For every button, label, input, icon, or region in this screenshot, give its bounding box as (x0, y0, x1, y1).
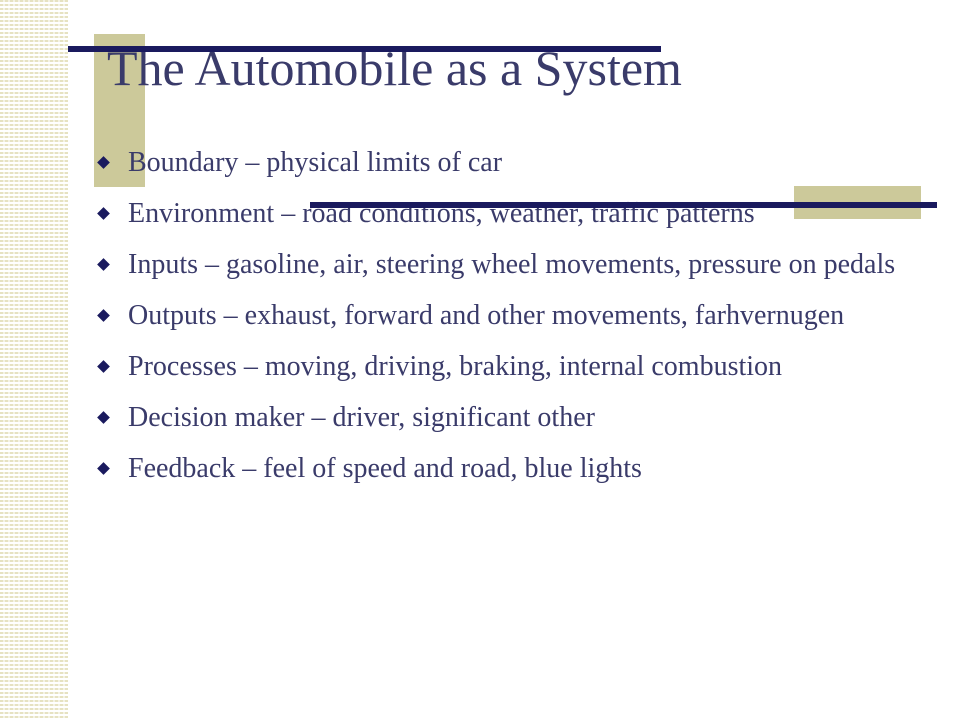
bullet-text: Feedback – feel of speed and road, blue … (128, 453, 642, 484)
bullet-text: Decision maker – driver, significant oth… (128, 402, 595, 433)
bullet-item-outputs: Outputs – exhaust, forward and other mov… (97, 299, 898, 333)
bullet-text: Processes – moving, driving, braking, in… (128, 351, 783, 382)
bullet-text: Inputs – gasoline, air, steering wheel m… (128, 249, 896, 280)
bullet-item-processes: Processes – moving, driving, braking, in… (97, 350, 898, 384)
bullet-item-decision-maker: Decision maker – driver, significant oth… (97, 401, 898, 435)
bullet-item-boundary: Boundary – physical limits of car (97, 146, 898, 180)
left-decorative-strip (0, 0, 68, 720)
bullet-text: Boundary – physical limits of car (128, 147, 503, 178)
bullet-text: Outputs – exhaust, forward and other mov… (128, 300, 845, 331)
right-accent-line (310, 202, 937, 208)
bullet-item-feedback: Feedback – feel of speed and road, blue … (97, 452, 898, 486)
diamond-bullet-icon (97, 309, 110, 322)
diamond-bullet-icon (97, 207, 110, 220)
diamond-bullet-icon (97, 462, 110, 475)
diamond-bullet-icon (97, 411, 110, 424)
bullet-list: Boundary – physical limits of car Enviro… (97, 146, 898, 503)
bullet-item-inputs: Inputs – gasoline, air, steering wheel m… (97, 248, 898, 282)
diamond-bullet-icon (97, 258, 110, 271)
diamond-bullet-icon (97, 360, 110, 373)
diamond-bullet-icon (97, 156, 110, 169)
title-underline (68, 46, 661, 52)
